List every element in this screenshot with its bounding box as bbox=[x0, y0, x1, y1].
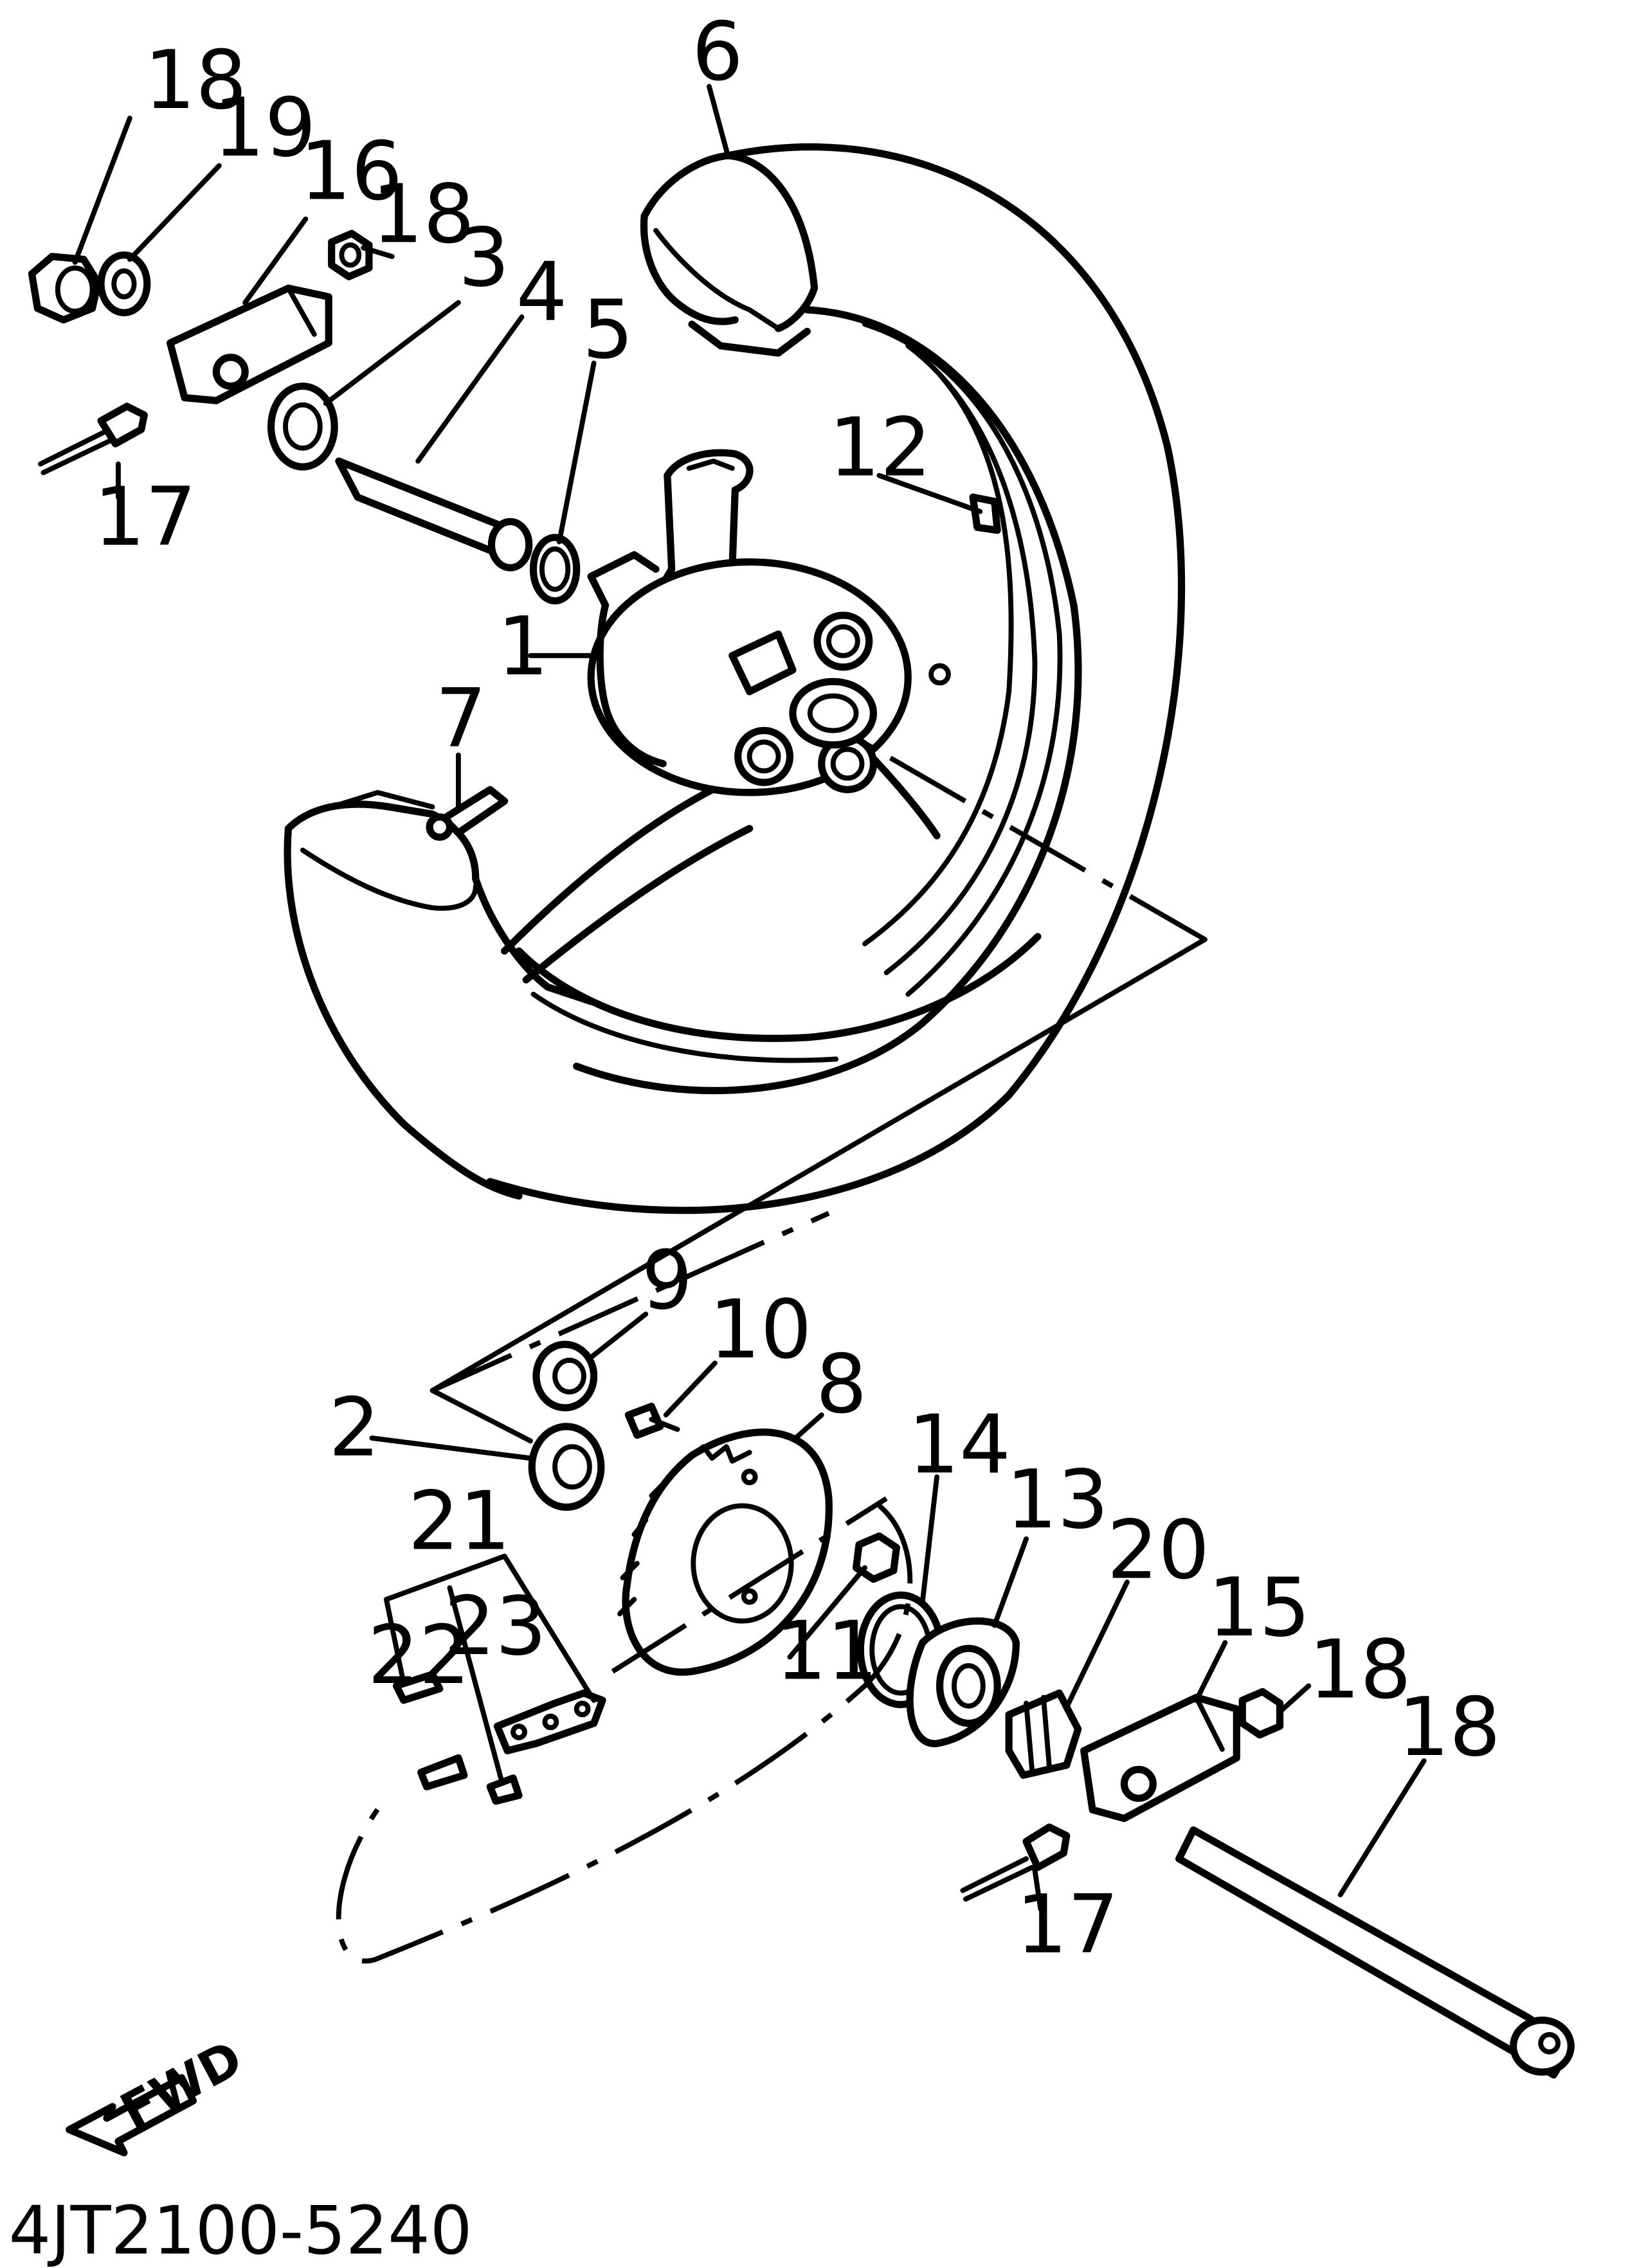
chain-puller-right bbox=[1080, 1693, 1240, 1823]
circlip bbox=[529, 534, 581, 605]
callout-12: 12 bbox=[829, 401, 932, 495]
adjust-bolt-left bbox=[37, 402, 148, 476]
oil-seal bbox=[267, 382, 338, 471]
callout-2: 2 bbox=[329, 1380, 380, 1475]
callout-22: 20 bbox=[1107, 1502, 1210, 1597]
callout-17-top: 17 bbox=[94, 469, 197, 564]
callout-10: 10 bbox=[709, 1282, 812, 1376]
adjust-nut-right bbox=[1238, 1688, 1284, 1739]
sprocket-bolt bbox=[624, 1403, 680, 1439]
callout-15: 15 bbox=[1207, 1560, 1310, 1655]
callout-19: 18 bbox=[1398, 1680, 1501, 1774]
callout-24-right: 23 bbox=[444, 1579, 547, 1673]
driven-sprocket bbox=[617, 1428, 833, 1676]
wheel-assembly bbox=[284, 143, 1186, 1214]
leader-lines bbox=[72, 84, 1427, 1964]
callout-11: 11 bbox=[775, 1603, 878, 1698]
callout-4: 4 bbox=[516, 245, 568, 339]
balance-weight bbox=[969, 493, 1001, 534]
callout-9: 9 bbox=[642, 1233, 693, 1328]
forward-direction-arrow: FWD bbox=[66, 2030, 251, 2157]
fwd-label: FWD bbox=[111, 2030, 251, 2140]
callout-18-top: 18 bbox=[372, 167, 475, 262]
tire-valve bbox=[426, 786, 509, 841]
callout-1: 1 bbox=[497, 599, 548, 694]
axle-washer bbox=[97, 251, 151, 316]
adjust-nut-left bbox=[328, 230, 373, 280]
callout-5: 5 bbox=[583, 282, 634, 377]
wheel-axle bbox=[1175, 1826, 1575, 2079]
chain-puller-left bbox=[167, 284, 332, 404]
drawing-code: 4JT2100-5240 bbox=[9, 2193, 473, 2268]
callout-23: 21 bbox=[408, 1474, 511, 1569]
axle-nut bbox=[28, 253, 102, 324]
callout-7: 7 bbox=[435, 671, 487, 766]
bearing-lower bbox=[528, 1423, 605, 1511]
clutch-hub bbox=[906, 1617, 1020, 1747]
bearing-upper bbox=[532, 1340, 598, 1412]
callout-18-bottom: 18 bbox=[1308, 1622, 1411, 1716]
chain-joint bbox=[392, 1670, 606, 1805]
callout-14: 14 bbox=[908, 1398, 1011, 1492]
callout-24-left: 22 bbox=[368, 1608, 471, 1702]
callout-labels: 18 19 16 18 3 4 5 6 12 1 7 17 9 10 8 2 1… bbox=[94, 4, 1501, 1972]
side-collar bbox=[1005, 1689, 1082, 1779]
callout-17-bottom: 17 bbox=[1016, 1877, 1119, 1972]
callout-6: 6 bbox=[692, 4, 743, 98]
callout-8: 8 bbox=[816, 1337, 867, 1432]
adjust-bolt-right bbox=[960, 1823, 1071, 1902]
callout-3: 3 bbox=[458, 210, 510, 305]
spacer-collar bbox=[335, 457, 533, 572]
callout-20: 18 bbox=[144, 33, 247, 127]
callout-21: 19 bbox=[213, 80, 316, 175]
callout-16: 16 bbox=[300, 123, 402, 218]
callout-13: 13 bbox=[1006, 1452, 1109, 1547]
